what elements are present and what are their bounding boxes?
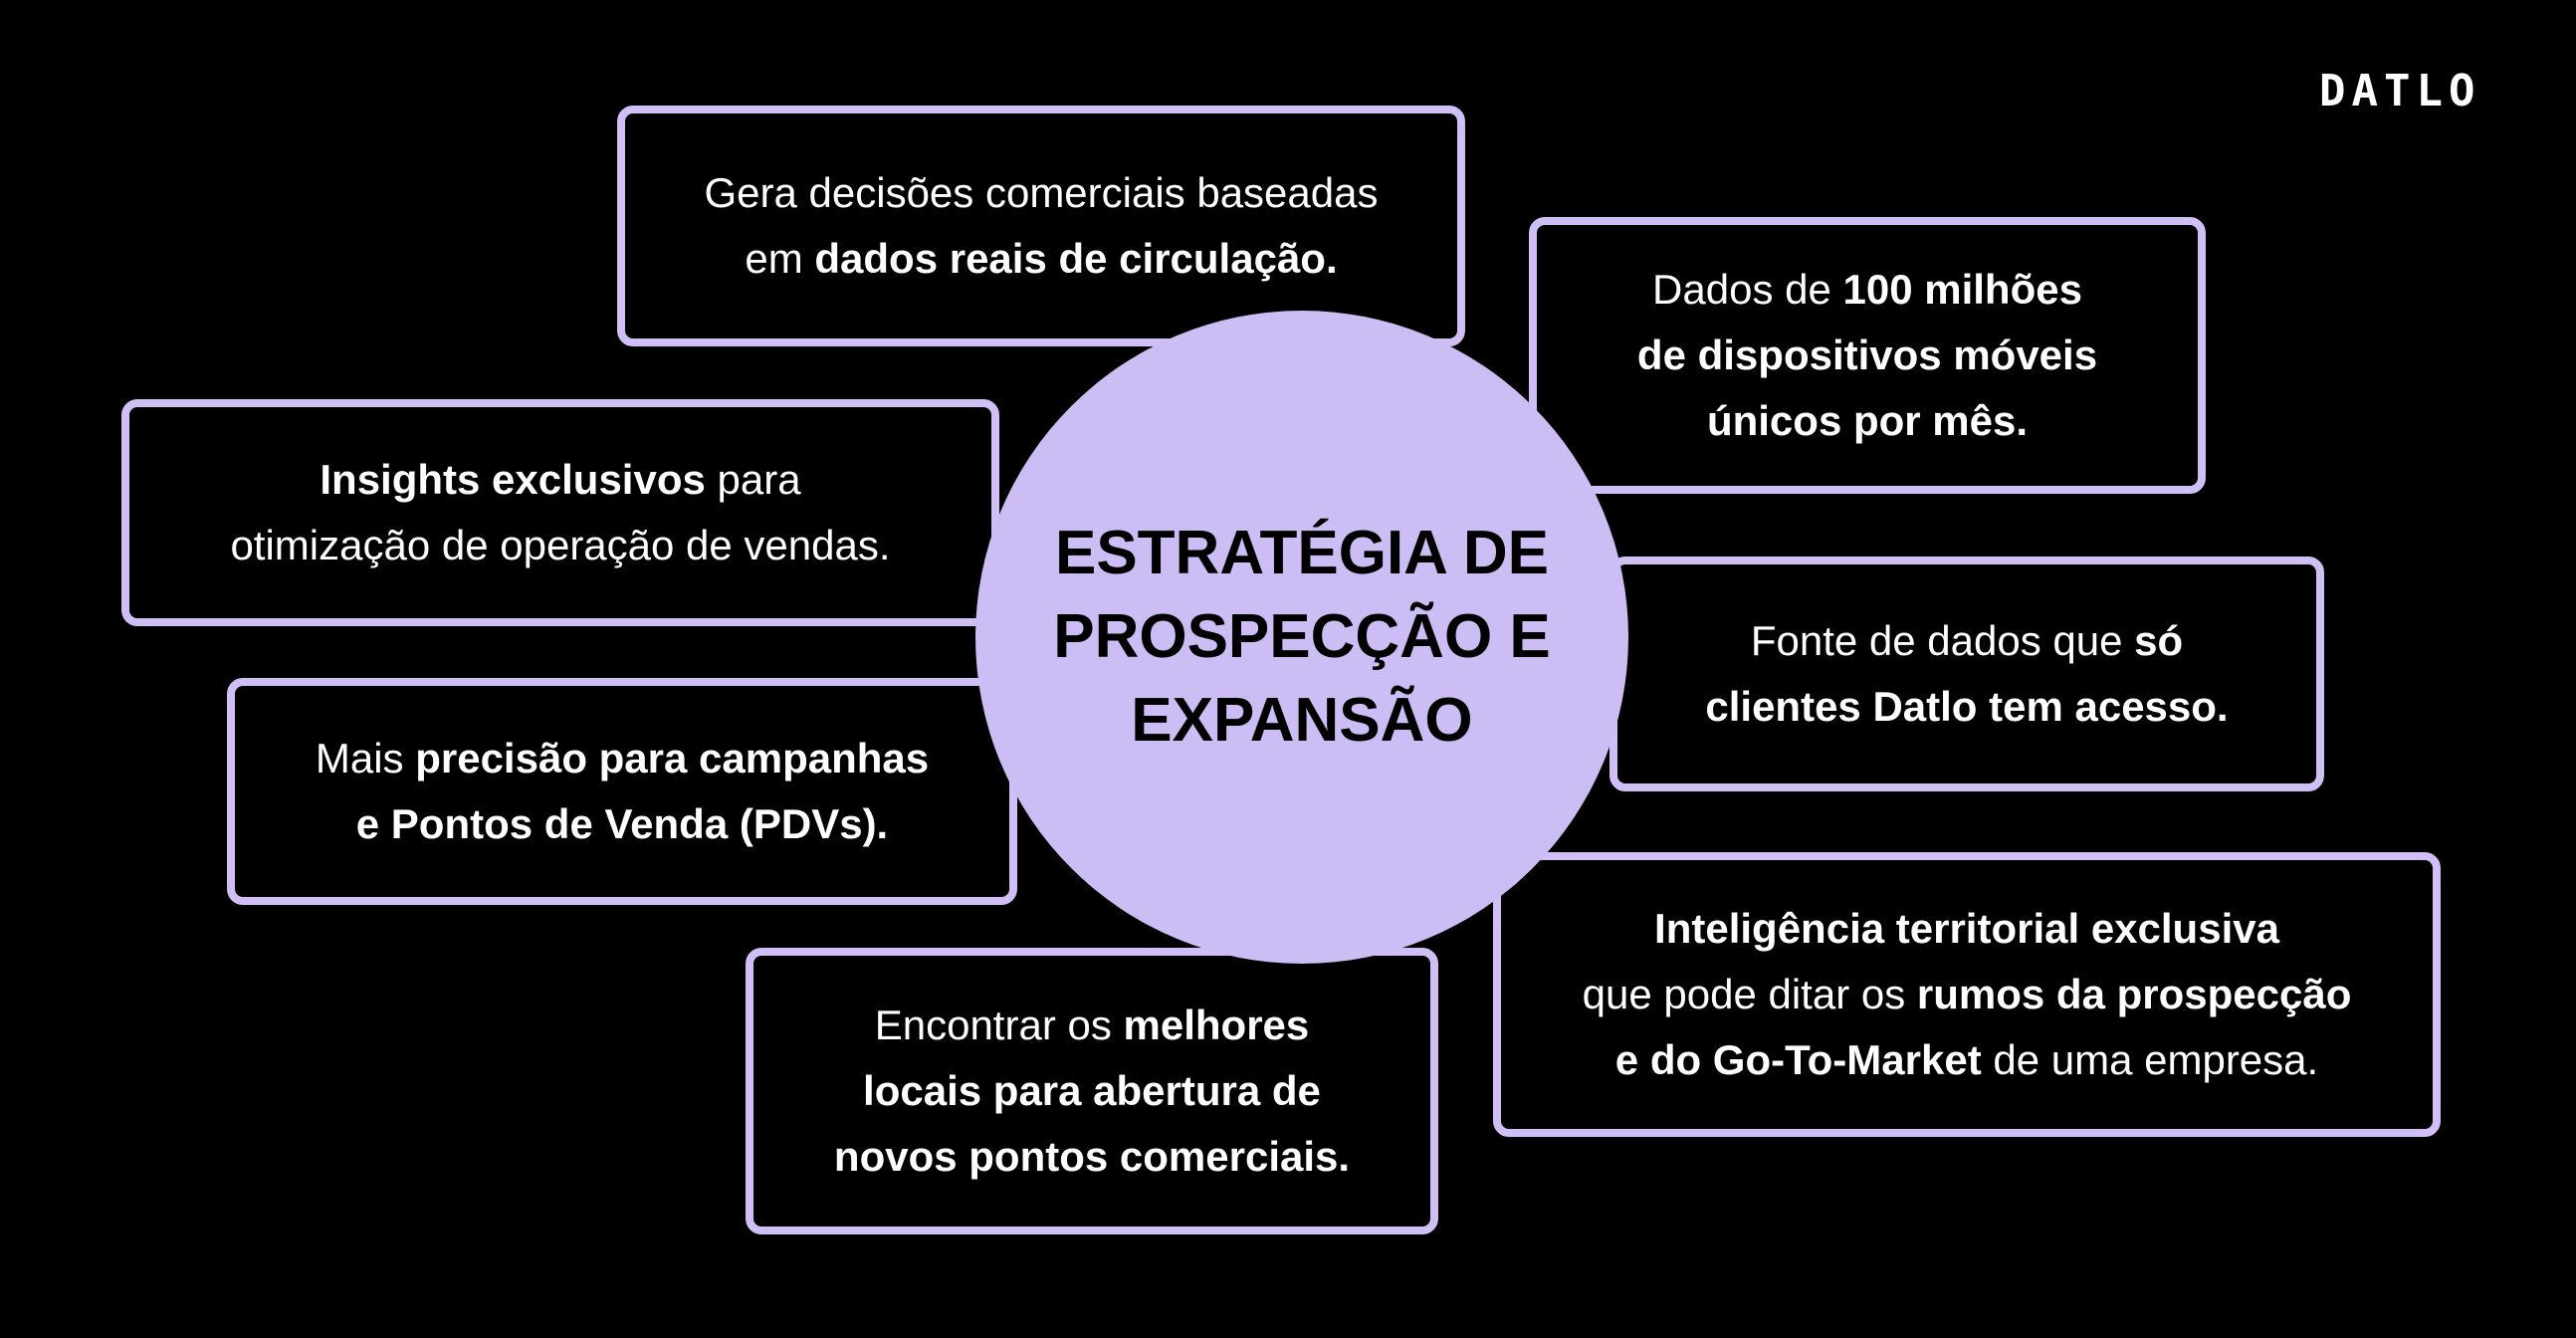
box-precisao-campanhas: Mais precisão para campanhas e Pontos de … (227, 678, 1017, 905)
text-bold: só (2134, 617, 2184, 664)
text-bold: de dispositivos móveis (1636, 332, 2098, 378)
text-bold: dados reais de circulação. (814, 235, 1338, 282)
text: em (745, 235, 815, 282)
text: otimização de operação de vendas. (230, 522, 891, 568)
center-title-line: EXPANSÃO (1131, 686, 1473, 755)
text-bold: melhores (1123, 1002, 1310, 1048)
box-fonte-dados: Fonte de dados que só clientes Datlo tem … (1610, 557, 2324, 791)
datlo-logo: DATLO (2319, 66, 2481, 116)
box-decisoes-comerciais: Gera decisões comerciais baseadas em dado… (617, 106, 1465, 346)
text-bold: Inteligência territorial exclusiva (1654, 905, 2279, 952)
text-bold: precisão para campanhas (415, 735, 930, 781)
text: Encontrar os (874, 1002, 1124, 1048)
text-bold: 100 milhões (1842, 266, 2082, 313)
text-bold: e do Go-To-Market (1614, 1036, 1982, 1083)
center-title-line: ESTRATÉGIA DE (1054, 519, 1549, 587)
text-bold: locais para abertura de (863, 1067, 1321, 1114)
text: de uma empresa. (1981, 1036, 2319, 1083)
text: Dados de (1652, 266, 1843, 313)
text: Gera decisões comerciais baseadas (704, 169, 1379, 216)
text-bold: e Pontos de Venda (PDVs). (355, 800, 889, 847)
text: Fonte de dados que (1750, 617, 2135, 664)
text-bold: clientes Datlo tem acesso. (1705, 683, 2229, 730)
text: para (705, 456, 801, 503)
box-insights-exclusivos: Insights exclusivos para otimização de op… (121, 399, 999, 626)
box-dados-dispositivos: Dados de 100 milhões de dispositivos móve… (1529, 217, 2206, 494)
text-bold: únicos por mês. (1706, 397, 2029, 444)
text-bold: Insights exclusivos (320, 456, 706, 503)
text: que pode ditar os (1582, 971, 1917, 1017)
center-title-line: PROSPECÇÃO E (1053, 602, 1551, 671)
box-inteligencia-territorial: Inteligência territorial exclusiva que po… (1493, 852, 2441, 1137)
text-bold: rumos da prospecção (1916, 971, 2352, 1017)
text-bold: novos pontos comerciais. (833, 1133, 1351, 1180)
center-circle: ESTRATÉGIA DE PROSPECÇÃO E EXPANSÃO (975, 311, 1628, 964)
center-title: ESTRATÉGIA DE PROSPECÇÃO E EXPANSÃO (1053, 512, 1551, 763)
text: Mais (315, 735, 416, 781)
box-melhores-locais: Encontrar os melhores locais para abertur… (746, 948, 1438, 1234)
